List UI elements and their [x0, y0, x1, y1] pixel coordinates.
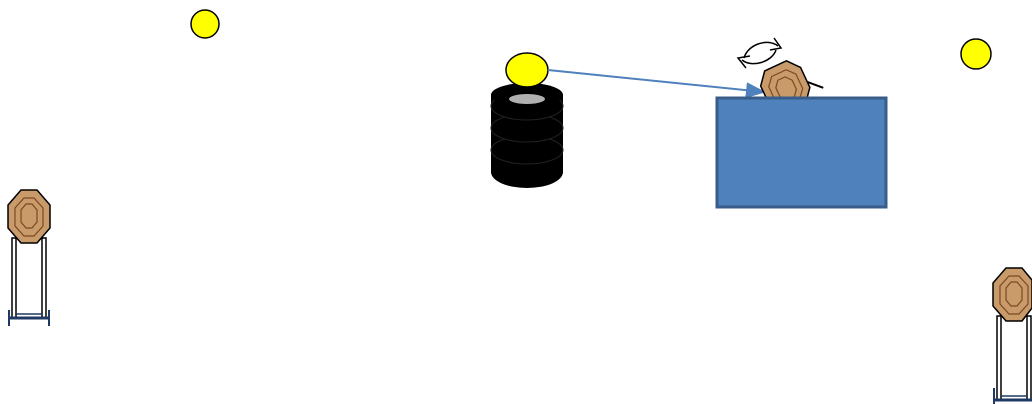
yellow-ball-icon — [190, 9, 220, 39]
rotate-arrows-icon — [736, 37, 783, 69]
arrow-icon — [547, 69, 766, 99]
yellow-ball-icon — [505, 52, 549, 88]
blue-wall-icon — [715, 96, 888, 209]
standing-target-icon — [7, 189, 51, 326]
tire-stack-icon — [490, 83, 564, 188]
yellow-ball-icon — [960, 38, 992, 70]
standing-target-icon — [992, 267, 1032, 404]
